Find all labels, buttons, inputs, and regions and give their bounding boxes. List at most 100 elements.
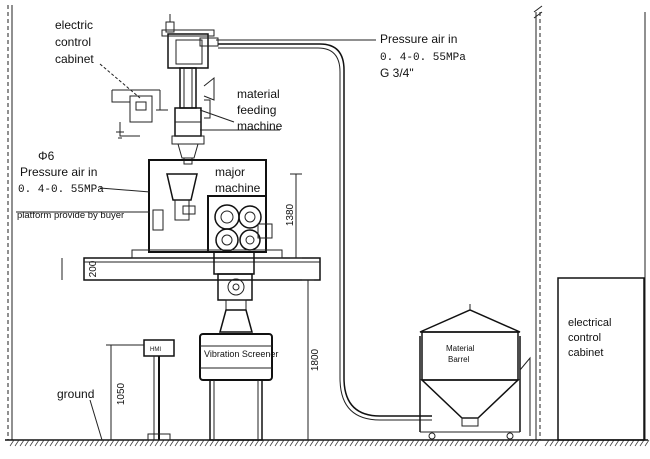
- label-ground: ground: [57, 387, 94, 401]
- label-material-feeding-machine: material feeding machine: [237, 87, 283, 133]
- ground-hatch-mark: [54, 439, 60, 447]
- left-wall: [7, 5, 13, 440]
- ground-hatch-mark: [304, 439, 310, 447]
- ground-hatch-mark: [344, 439, 350, 447]
- ground-hatch-mark: [239, 439, 245, 447]
- ground-line: [5, 439, 650, 447]
- ground-hatch-mark: [524, 439, 530, 447]
- ground-hatch-mark: [394, 439, 400, 447]
- ground-hatch-mark: [599, 439, 605, 447]
- ground-hatch-mark: [129, 439, 135, 447]
- ground-hatch-mark: [99, 439, 105, 447]
- dimension-1380: 1380: [285, 203, 296, 226]
- label-line: machine: [237, 119, 283, 133]
- ground-hatch-mark: [144, 439, 150, 447]
- ground-hatch-mark: [624, 439, 630, 447]
- electrical-control-cabinet-large: [557, 277, 645, 441]
- ground-hatch-mark: [179, 439, 185, 447]
- ground-hatch-mark: [69, 439, 75, 447]
- ground-hatch-mark: [469, 439, 475, 447]
- ground-hatch-mark: [299, 439, 305, 447]
- label-platform: platform provide by buyer: [17, 210, 124, 221]
- ground-hatch-mark: [19, 439, 25, 447]
- label-line: material: [237, 87, 280, 101]
- conveying-pipe: [218, 43, 432, 421]
- dimension-lines: [61, 173, 314, 440]
- ground-hatch-mark: [79, 439, 85, 447]
- leader-lines: [16, 39, 376, 441]
- ground-hatch-mark: [494, 439, 500, 447]
- ground-hatch-mark: [154, 439, 160, 447]
- ground-hatch-mark: [74, 439, 80, 447]
- label-line: 0. 4-0. 55MPa: [18, 184, 104, 196]
- label-line: Material: [446, 344, 475, 353]
- ground-hatch-mark: [364, 439, 370, 447]
- ground-hatch-mark: [289, 439, 295, 447]
- ground-hatch-mark: [184, 439, 190, 447]
- ground-hatch-mark: [464, 439, 470, 447]
- ground-hatch-mark: [509, 439, 515, 447]
- ground-hatch-mark: [349, 439, 355, 447]
- ground-hatch-mark: [639, 439, 645, 447]
- ground-hatch-mark: [244, 439, 250, 447]
- material-feeding-machine: [161, 14, 219, 165]
- ground-hatch-mark: [269, 439, 275, 447]
- label-line: feeding: [237, 103, 276, 117]
- material-barrel: [419, 304, 531, 440]
- label-line: machine: [215, 181, 261, 195]
- ground-hatch-mark: [434, 439, 440, 447]
- ground-hatch-mark: [444, 439, 450, 447]
- ground-hatch-mark: [414, 439, 420, 447]
- ground-hatch-mark: [614, 439, 620, 447]
- dimension-200: 200: [88, 260, 99, 277]
- ground-hatch-mark: [484, 439, 490, 447]
- ground-hatch-mark: [534, 439, 540, 447]
- ground-hatch-mark: [29, 439, 35, 447]
- label-line: G 3/4": [380, 66, 414, 80]
- ground-hatch-mark: [634, 439, 640, 447]
- ground-hatch-mark: [199, 439, 205, 447]
- ground-hatch-mark: [339, 439, 345, 447]
- ground-hatch-mark: [549, 439, 555, 447]
- ground-hatch-mark: [174, 439, 180, 447]
- label-electric-control-cabinet-top: electric control cabinet: [55, 18, 94, 66]
- ground-hatch-mark: [559, 439, 565, 447]
- label-line: control: [568, 332, 601, 344]
- ground-hatch-mark: [14, 439, 20, 447]
- ground-hatch-mark: [34, 439, 40, 447]
- ground-hatch-mark: [584, 439, 590, 447]
- ground-hatch-mark: [419, 439, 425, 447]
- ground-hatch-mark: [294, 439, 300, 447]
- ground-hatch-mark: [159, 439, 165, 447]
- ground-hatch-mark: [219, 439, 225, 447]
- label-line: control: [55, 35, 91, 49]
- label-line: electrical: [568, 317, 611, 329]
- ground-hatch-mark: [264, 439, 270, 447]
- ground-hatch-mark: [519, 439, 525, 447]
- label-major-machine: major machine: [215, 165, 261, 195]
- ground-hatch-mark: [564, 439, 570, 447]
- ground-hatch-mark: [429, 439, 435, 447]
- ground-hatch-mark: [354, 439, 360, 447]
- label-phi6: Φ6: [38, 149, 55, 163]
- platform: [83, 249, 321, 281]
- ground-hatch-mark: [609, 439, 615, 447]
- granulator: [213, 251, 255, 333]
- label-line: 0. 4-0. 55MPa: [380, 52, 466, 64]
- ground-hatch-mark: [569, 439, 575, 447]
- ground-hatch-mark: [529, 439, 535, 447]
- ground-hatch-mark: [24, 439, 30, 447]
- ground-hatch-mark: [234, 439, 240, 447]
- ground-hatch-mark: [64, 439, 70, 447]
- label-line: Pressure air in: [20, 165, 97, 179]
- label-line: cabinet: [55, 52, 94, 66]
- ground-hatch-mark: [644, 439, 650, 447]
- ground-hatch-mark: [9, 439, 15, 447]
- ground-hatch-mark: [384, 439, 390, 447]
- label-line: Pressure air in: [380, 32, 457, 46]
- ground-hatch-mark: [619, 439, 625, 447]
- ground-hatch-mark: [359, 439, 365, 447]
- ground-hatch-mark: [214, 439, 220, 447]
- ground-hatch-mark: [44, 439, 50, 447]
